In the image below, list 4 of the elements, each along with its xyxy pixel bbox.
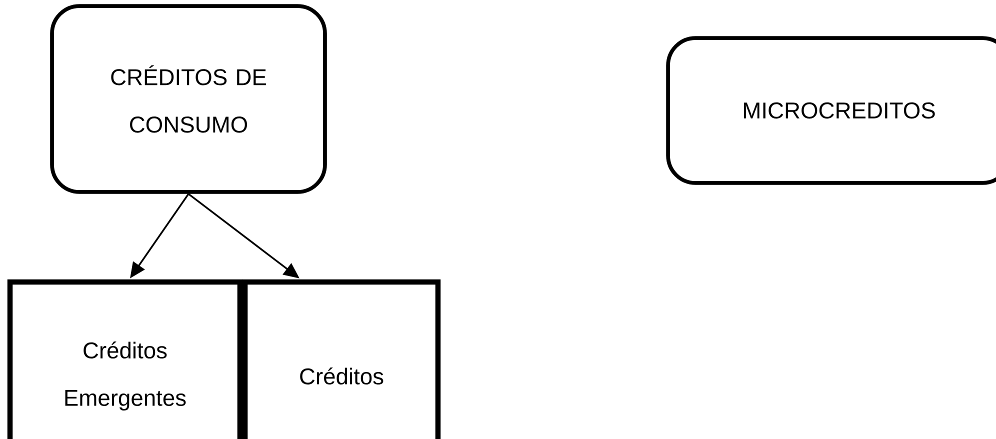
rounded-box: MICROCREDITOS [666,36,996,185]
box: Créditos [242,279,441,439]
rounded-box: CRÉDITOS DE CONSUMO [50,4,327,194]
box: Créditos Emergentes [7,279,243,439]
